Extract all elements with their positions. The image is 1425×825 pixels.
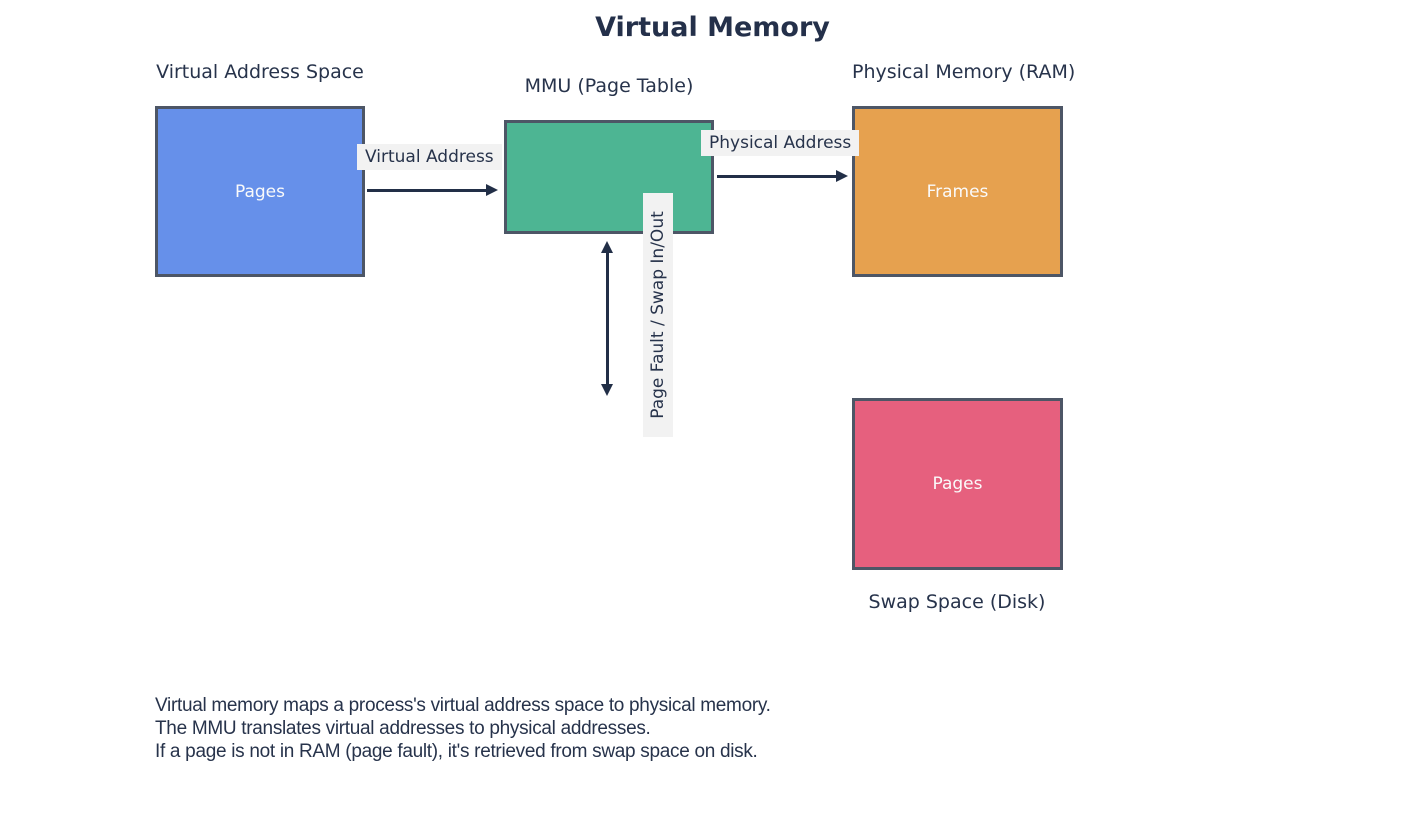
mmu-box (504, 120, 714, 234)
notes-line-3: If a page is not in RAM (page fault), it… (155, 741, 758, 762)
mmu-label: MMU (Page Table) (524, 75, 694, 97)
physical-address-arrowhead-icon (836, 170, 848, 182)
diagram-title: Virtual Memory (595, 12, 830, 43)
virtual-address-space-label: Virtual Address Space (156, 61, 364, 83)
virtual-address-arrowhead-icon (486, 184, 498, 196)
notes-line-1: Virtual memory maps a process's virtual … (155, 695, 771, 716)
virtual-address-arrow-line (367, 189, 487, 192)
physical-memory-box: Frames (852, 106, 1063, 277)
physical-address-edge-label: Physical Address (701, 130, 860, 156)
page-fault-arrowhead-down-icon (601, 384, 613, 396)
virtual-address-space-box: Pages (155, 106, 365, 277)
virtual-address-space-box-text: Pages (234, 181, 285, 202)
notes-line-2: The MMU translates virtual addresses to … (155, 718, 651, 739)
notes-block: Virtual memory maps a process's virtual … (155, 694, 771, 763)
page-fault-edge-label: Page Fault / Swap In/Out (643, 193, 673, 437)
physical-memory-label: Physical Memory (RAM) (852, 61, 1076, 83)
page-fault-arrow-line (606, 251, 609, 385)
swap-space-box-text: Pages (932, 474, 983, 494)
page-fault-arrowhead-up-icon (601, 241, 613, 253)
swap-space-label: Swap Space (Disk) (868, 591, 1046, 613)
virtual-address-edge-label: Virtual Address (357, 144, 502, 170)
swap-space-box: Pages (852, 398, 1063, 570)
physical-address-arrow-line (717, 175, 837, 178)
physical-memory-box-text: Frames (926, 181, 989, 202)
